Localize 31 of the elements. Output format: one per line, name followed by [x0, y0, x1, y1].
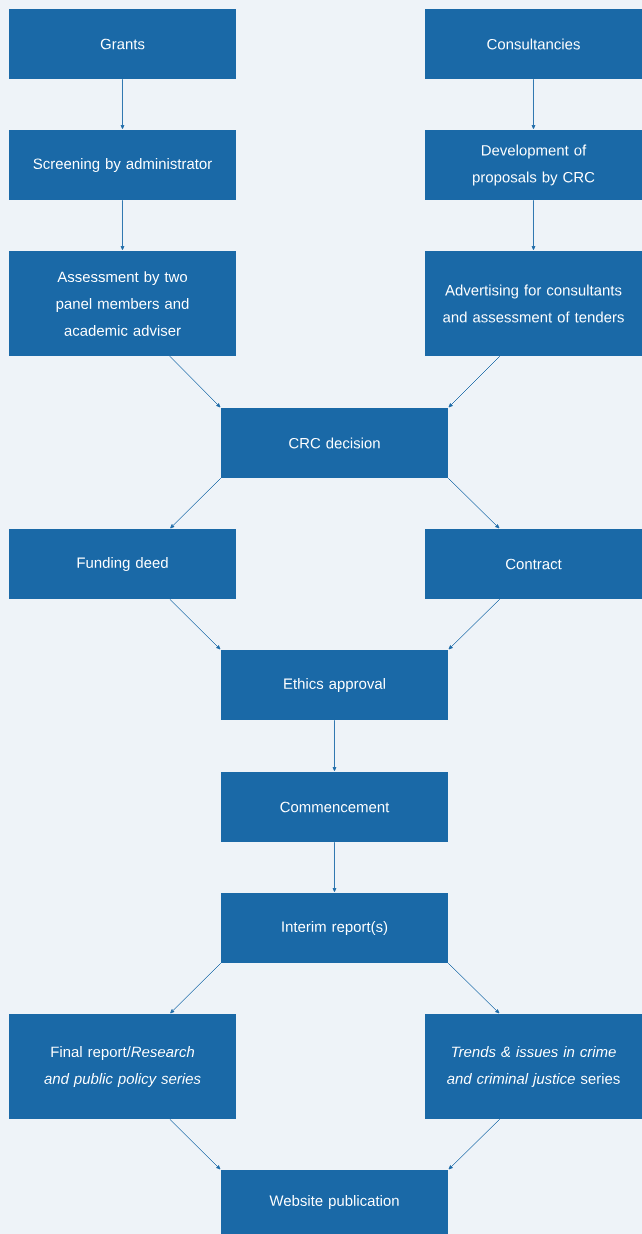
arrow — [448, 598, 501, 650]
process-box: Consultancies — [425, 9, 642, 79]
arrow — [447, 477, 500, 529]
process-box: Trends & issues in crime and criminal justice series — [425, 1014, 642, 1119]
arrow — [170, 962, 222, 1014]
arrow — [447, 962, 500, 1014]
arrow — [531, 78, 536, 130]
process-box: Grants — [9, 9, 236, 79]
process-box: Website publication — [221, 1170, 448, 1234]
process-box: Ethics approval — [221, 650, 448, 720]
process-box: Contract — [425, 529, 642, 599]
process-box: Development of proposals by CRC — [425, 130, 642, 200]
arrow — [169, 355, 221, 408]
process-box: Screening by administrator — [9, 130, 236, 200]
process-box: Interim report(s) — [221, 893, 448, 963]
arrow — [169, 598, 221, 650]
arrow — [169, 1118, 221, 1170]
arrow — [332, 841, 337, 893]
process-box: Commencement — [221, 772, 448, 842]
arrow — [448, 1118, 501, 1170]
arrow — [448, 355, 501, 408]
arrow — [170, 477, 222, 529]
arrow — [531, 199, 536, 251]
arrow — [332, 719, 337, 772]
arrow — [120, 78, 125, 130]
process-box: Final report/Research and public policy series — [9, 1014, 236, 1119]
arrow — [120, 199, 125, 251]
process-box: CRC decision — [221, 408, 448, 478]
process-box: Funding deed — [9, 529, 236, 599]
process-box: Advertising for consultants and assessment of tenders — [425, 251, 642, 356]
process-box: Assessment by two panel members and academic adviser — [9, 251, 236, 356]
